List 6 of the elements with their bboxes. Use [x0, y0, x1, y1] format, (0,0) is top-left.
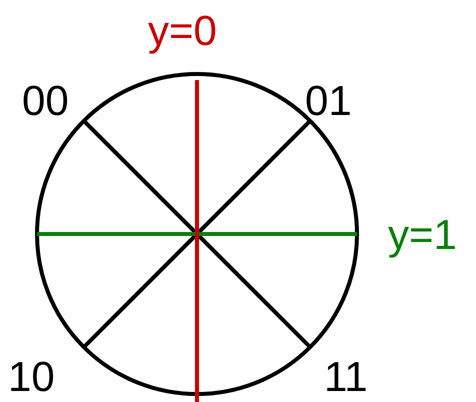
quadrant-label: 01: [305, 80, 352, 122]
quadrant-label: 11: [324, 356, 368, 398]
axis-label: y=1: [388, 214, 457, 256]
quadrant-label: 00: [22, 80, 69, 122]
axis-label: y=0: [148, 10, 217, 52]
quadrant-label: 10: [8, 356, 55, 398]
